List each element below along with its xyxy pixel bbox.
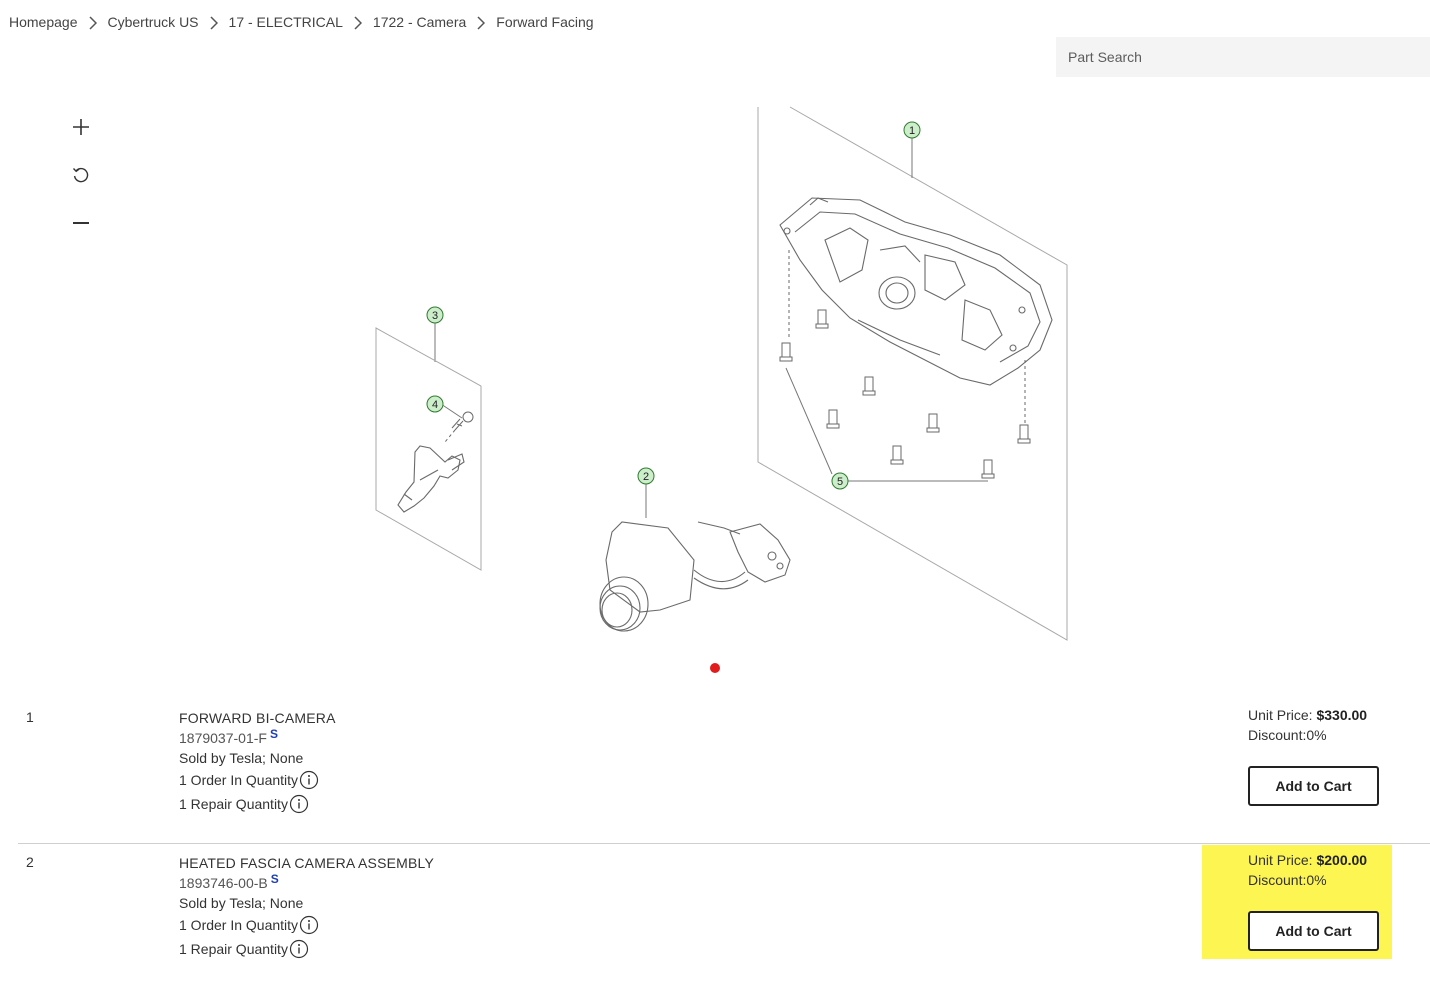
callout-4-label: 4: [432, 399, 438, 411]
breadcrumb-cybertruck-us[interactable]: Cybertruck US: [107, 14, 199, 30]
add-to-cart-button[interactable]: Add to Cart: [1248, 911, 1379, 951]
add-to-cart-button[interactable]: Add to Cart: [1248, 766, 1379, 806]
chevron-right-icon: [343, 14, 373, 30]
breadcrumb-camera[interactable]: 1722 - Camera: [372, 14, 467, 30]
price-block-highlighted: Unit Price: $200.00 Discount:0% Add to C…: [1202, 845, 1392, 959]
row-divider: [18, 843, 1430, 844]
bi-camera-illustration: [779, 197, 1053, 386]
info-icon[interactable]: [289, 939, 309, 959]
unit-price: Unit Price: $330.00: [1248, 707, 1367, 723]
leader-lines: [434, 138, 988, 518]
callout-1-label: 1: [909, 125, 915, 137]
part-number: 1893746-00-B: [179, 875, 268, 891]
info-icon[interactable]: [289, 794, 309, 814]
callout-5-label: 5: [837, 476, 843, 488]
chevron-right-icon: [466, 14, 496, 30]
part-index: 1: [26, 709, 34, 725]
service-badge: S: [269, 727, 278, 741]
part-name: FORWARD BI-CAMERA: [179, 710, 336, 726]
chevron-right-icon: [78, 14, 108, 30]
small-screw-illustration: [444, 411, 474, 443]
part-number: 1879037-01-F: [179, 730, 267, 746]
repair-quantity: 1 Repair Quantity: [179, 796, 288, 812]
reset-view-button[interactable]: [66, 160, 96, 190]
breadcrumb-forward-facing[interactable]: Forward Facing: [496, 14, 594, 30]
fascia-camera-illustration: [599, 521, 791, 632]
order-quantity: 1 Order In Quantity: [179, 917, 299, 933]
chevron-right-icon: [199, 14, 229, 30]
zoom-in-button[interactable]: [66, 112, 96, 142]
unit-price-value: $200.00: [1316, 852, 1368, 868]
callout-4[interactable]: 4: [426, 395, 444, 413]
heater-connector-illustration: [397, 445, 465, 513]
panel-part-3: [375, 327, 482, 571]
callout-2[interactable]: 2: [637, 467, 655, 485]
info-icon[interactable]: [299, 915, 319, 935]
screws-illustration: [779, 250, 1031, 479]
unit-price-label: Unit Price:: [1248, 707, 1313, 723]
zoom-out-button[interactable]: [66, 208, 96, 238]
callout-5[interactable]: 5: [831, 472, 849, 490]
info-icon[interactable]: [299, 770, 319, 790]
callout-2-label: 2: [643, 471, 649, 483]
reset-view-icon: [72, 167, 89, 183]
part-info: HEATED FASCIA CAMERA ASSEMBLY 1893746-00…: [179, 853, 434, 961]
repair-quantity: 1 Repair Quantity: [179, 941, 288, 957]
zoom-out-icon: [73, 222, 89, 224]
part-name: HEATED FASCIA CAMERA ASSEMBLY: [179, 855, 435, 871]
callout-1[interactable]: 1: [903, 121, 921, 139]
part-index: 2: [26, 854, 34, 870]
breadcrumb: Homepage Cybertruck US 17 - ELECTRICAL 1…: [9, 12, 594, 32]
panel-part-1: [757, 106, 1068, 641]
callout-3-label: 3: [432, 310, 438, 322]
zoom-in-icon: [73, 119, 89, 135]
price-block: Unit Price: $330.00 Discount:0% Add to C…: [1202, 700, 1392, 814]
sold-by: Sold by Tesla; None: [179, 895, 304, 911]
unit-price-label: Unit Price:: [1248, 852, 1313, 868]
discount: Discount:0%: [1248, 727, 1327, 743]
callout-3[interactable]: 3: [426, 306, 444, 324]
diagram-page-indicator[interactable]: [710, 663, 720, 673]
part-row: 2 HEATED FASCIA CAMERA ASSEMBLY 1893746-…: [18, 845, 1430, 985]
discount: Discount:0%: [1248, 872, 1327, 888]
service-badge: S: [270, 872, 279, 886]
parts-diagram[interactable]: 1 2 3 4 5: [0, 90, 1430, 660]
order-quantity: 1 Order In Quantity: [179, 772, 299, 788]
unit-price-value: $330.00: [1316, 707, 1368, 723]
breadcrumb-electrical[interactable]: 17 - ELECTRICAL: [228, 14, 343, 30]
sold-by: Sold by Tesla; None: [179, 750, 304, 766]
unit-price: Unit Price: $200.00: [1248, 852, 1367, 868]
part-search-input[interactable]: [1056, 37, 1430, 77]
breadcrumb-homepage[interactable]: Homepage: [9, 14, 78, 30]
